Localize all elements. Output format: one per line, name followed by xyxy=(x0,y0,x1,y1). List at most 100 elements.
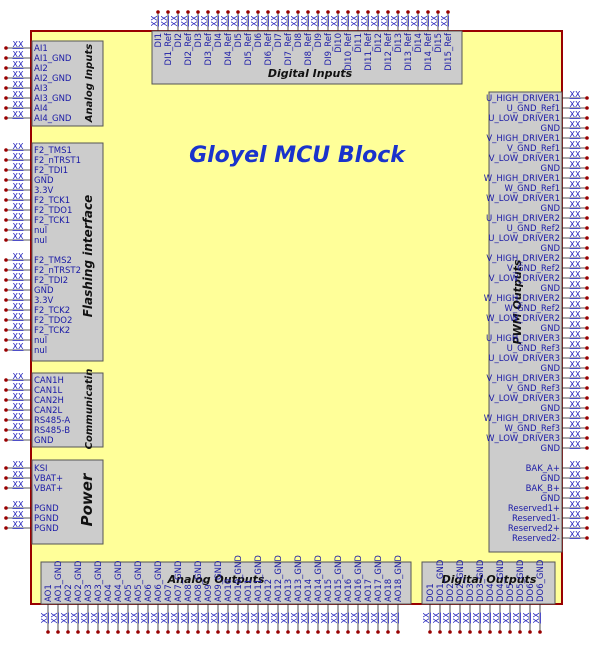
wire-end-dot xyxy=(528,630,532,634)
wire-end-dot xyxy=(356,10,360,14)
wire-label: XX xyxy=(390,15,399,26)
wire-label: XX xyxy=(340,612,349,623)
wire-label: XX xyxy=(13,402,24,411)
wire-flashing_interface-5: XX xyxy=(4,192,31,202)
wire-end-dot xyxy=(585,96,589,100)
wire-end-dot xyxy=(86,630,90,634)
wire-digital_inputs-27: XX xyxy=(420,10,430,31)
pin-label-di10: DI10 xyxy=(334,33,344,53)
wire-pwm_outputs-6: XX xyxy=(562,150,589,160)
pin-label-ao13: AO13 xyxy=(284,579,294,602)
wire-end-dot xyxy=(4,96,8,100)
wire-label: XX xyxy=(13,232,24,241)
wire-end-dot xyxy=(146,630,150,634)
wire-end-dot xyxy=(585,506,589,510)
pin-label-ao8: AO8 xyxy=(184,584,194,602)
pin-label-ao7-gnd: AO7_GND xyxy=(174,560,184,602)
wire-end-dot xyxy=(4,148,8,152)
pin-label-w-gnd-ref1: W_GND_Ref1 xyxy=(504,184,560,194)
wire-end-dot xyxy=(4,428,8,432)
pin-label-gnd: GND xyxy=(541,364,561,374)
wire-end-dot xyxy=(585,226,589,230)
pin-label-reserved2: Reserved2+ xyxy=(508,524,560,534)
wire-digital_outputs-7: XX xyxy=(492,604,502,634)
wire-label: XX xyxy=(170,15,179,26)
wire-digital_inputs-4: XX xyxy=(190,10,200,31)
wire-label: XX xyxy=(570,140,581,149)
wire-end-dot xyxy=(236,10,240,14)
group-title: Flashing interface xyxy=(81,195,95,318)
wire-end-dot xyxy=(156,630,160,634)
wire-digital_inputs-17: XX xyxy=(320,10,330,31)
wire-label: XX xyxy=(570,100,581,109)
wire-end-dot xyxy=(256,10,260,14)
wire-end-dot xyxy=(346,630,350,634)
wire-digital_outputs-1: XX xyxy=(432,604,442,634)
wire-analog_outputs-20: XX xyxy=(240,604,250,634)
wire-end-dot xyxy=(585,166,589,170)
pin-label-f2-ntrst2: F2_nTRST2 xyxy=(34,266,81,276)
pin-label-ao7: AO7 xyxy=(164,584,174,602)
pin-label-ao3: AO3 xyxy=(84,584,94,602)
mcu-block xyxy=(30,30,563,605)
pin-label-u-gnd-ref2: U_GND_Ref2 xyxy=(507,224,560,234)
pin-label-ao2-gnd: AO2_GND xyxy=(74,560,84,602)
pin-label-gnd: GND xyxy=(541,164,561,174)
wire-pwm_outputs-23: XX xyxy=(562,320,589,330)
wire-communication-1: XX xyxy=(4,382,31,392)
pin-label-ai3-gnd: AI3_GND xyxy=(34,94,72,104)
wire-communication-0: XX xyxy=(4,372,31,382)
wire-end-dot xyxy=(116,630,120,634)
pin-label-do6-gnd: DO6_GND xyxy=(536,559,546,602)
wire-label: XX xyxy=(570,530,581,539)
wire-analog_outputs-22: XX xyxy=(260,604,270,634)
wire-label: XX xyxy=(422,612,431,623)
wire-end-dot xyxy=(585,136,589,140)
pin-label-ao12-gnd: AO12_GND xyxy=(274,555,284,602)
wire-pwm_outputs-13: XX xyxy=(562,220,589,230)
wire-label: XX xyxy=(370,612,379,623)
pin-label-nul: nul xyxy=(34,226,47,236)
wire-digital_inputs-18: XX xyxy=(330,10,340,31)
wire-analog_outputs-1: XX xyxy=(50,604,60,634)
wire-end-dot xyxy=(438,630,442,634)
wire-pwm_outputs-37: XX xyxy=(562,460,589,470)
pin-label-di9: DI9 xyxy=(314,33,324,47)
wire-label: XX xyxy=(570,190,581,199)
wire-pwm_outputs-31: XX xyxy=(562,400,589,410)
wire-pwm_outputs-21: XX xyxy=(562,300,589,310)
pin-label-gnd: GND xyxy=(541,444,561,454)
wire-pwm_outputs-2: XX xyxy=(562,110,589,120)
wire-label: XX xyxy=(13,262,24,271)
wire-label: XX xyxy=(250,15,259,26)
pin-label-u-low-driver3: U_LOW_DRIVER3 xyxy=(488,354,560,364)
pin-label-gnd: GND xyxy=(541,244,561,254)
wire-end-dot xyxy=(336,630,340,634)
wire-label: XX xyxy=(13,172,24,181)
wire-label: XX xyxy=(360,15,369,26)
wire-analog_outputs-7: XX xyxy=(110,604,120,634)
pin-label-v-low-driver2: V_LOW_DRIVER2 xyxy=(489,274,560,284)
wire-end-dot xyxy=(386,10,390,14)
wire-pwm_outputs-17: XX xyxy=(562,260,589,270)
wire-pwm_outputs-4: XX xyxy=(562,130,589,140)
wire-label: XX xyxy=(150,15,159,26)
wire-flashing_interface-12: XX xyxy=(4,262,31,272)
group-title: Communicatin xyxy=(84,369,95,450)
wire-pwm_outputs-38: XX xyxy=(562,470,589,480)
wire-label: XX xyxy=(60,612,69,623)
wire-label: XX xyxy=(570,490,581,499)
wire-label: XX xyxy=(570,180,581,189)
wire-digital_inputs-19: XX xyxy=(340,10,350,31)
wire-label: XX xyxy=(100,612,109,623)
wire-pwm_outputs-43: XX xyxy=(562,520,589,530)
pin-label-di4-ref: DI4_Ref xyxy=(224,32,234,65)
wire-pwm_outputs-26: XX xyxy=(562,350,589,360)
wire-end-dot xyxy=(4,378,8,382)
wire-communication-6: XX xyxy=(4,432,31,442)
wire-end-dot xyxy=(276,10,280,14)
wire-end-dot xyxy=(458,630,462,634)
group-box xyxy=(31,372,104,448)
wire-label: XX xyxy=(570,320,581,329)
wire-pwm_outputs-1: XX xyxy=(562,100,589,110)
